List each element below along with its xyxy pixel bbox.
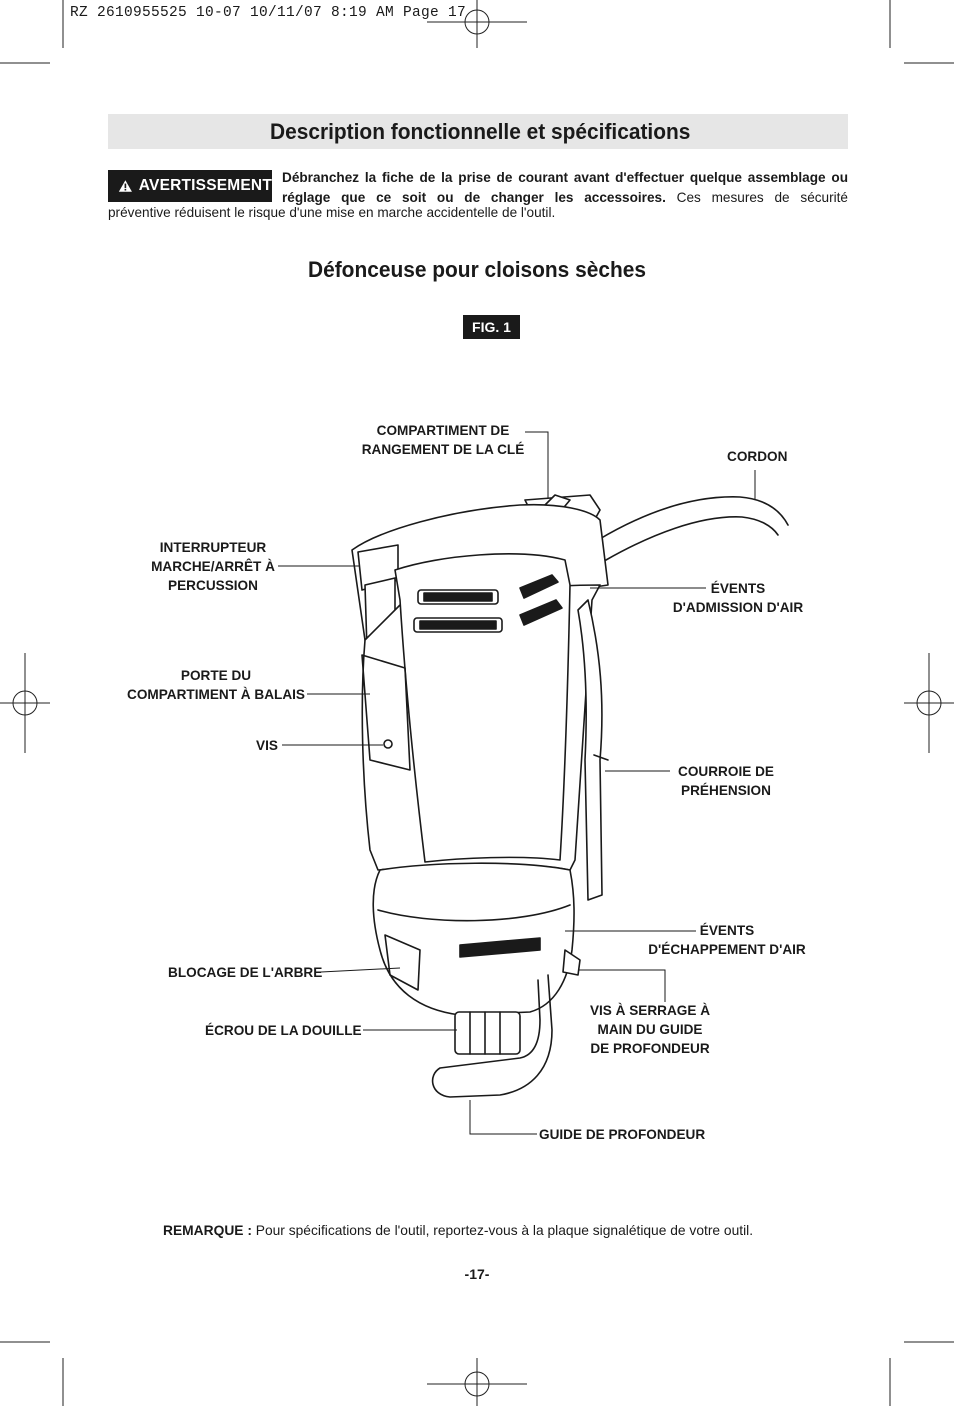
label-intake-line1: ÉVENTS xyxy=(710,581,766,596)
shaft-lock xyxy=(384,934,421,991)
label-exhaust-vents: ÉVENTS D'ÉCHAPPEMENT D'AIR xyxy=(644,921,810,959)
label-intake-vents: ÉVENTS D'ADMISSION D'AIR xyxy=(666,579,810,617)
screw xyxy=(383,739,393,749)
remark-label: REMARQUE : xyxy=(163,1223,252,1238)
warning-text: Débranchez la fiche de la prise de coura… xyxy=(282,168,848,207)
warning-triangle-icon xyxy=(118,180,132,192)
product-subtitle: Défonceuse pour cloisons sèches xyxy=(308,257,646,282)
label-collet-nut: ÉCROU DE LA DOUILLE xyxy=(205,1023,362,1038)
collet-nut xyxy=(454,1011,521,1055)
label-grip-strap: COURROIE DE PRÉHENSION xyxy=(668,762,784,800)
label-brush-line1: PORTE DU xyxy=(180,668,252,683)
warning-badge: AVERTISSEMENT xyxy=(108,170,272,202)
label-screw: VIS xyxy=(256,738,278,753)
label-key-storage-line1: COMPARTIMENT DE xyxy=(376,423,510,438)
cord xyxy=(597,496,789,541)
print-slug: RZ 2610955525 10-07 10/11/07 8:19 AM Pag… xyxy=(70,5,467,21)
remark-text: Pour spécifications de l'outil, reportez… xyxy=(251,1223,754,1238)
label-intake-line2: D'ADMISSION D'AIR xyxy=(672,600,804,615)
label-thumb-screw: VIS À SERRAGE À MAIN DU GUIDE DE PROFOND… xyxy=(582,1001,718,1058)
registration-mark-bottom xyxy=(427,1358,527,1406)
grip-strap xyxy=(577,599,603,901)
label-key-storage: COMPARTIMENT DE RANGEMENT DE LA CLÉ xyxy=(358,421,528,459)
label-cord: CORDON xyxy=(727,449,788,464)
depth-guide xyxy=(431,974,553,1098)
page-number: -17- xyxy=(464,1266,490,1282)
label-strap-line1: COURROIE DE xyxy=(678,764,774,779)
section-title-band xyxy=(108,114,848,149)
label-switch-line2: MARCHE/ARRÊT À xyxy=(151,559,275,574)
remark-note: REMARQUE : Pour spécifications de l'outi… xyxy=(163,1223,753,1238)
registration-mark-left xyxy=(0,653,50,753)
label-exhaust-line1: ÉVENTS xyxy=(699,923,755,938)
exhaust-vent xyxy=(459,937,541,958)
label-thumb-line3: DE PROFONDEUR xyxy=(590,1041,710,1056)
label-shaft-lock: BLOCAGE DE L'ARBRE xyxy=(168,965,323,980)
label-thumb-line2: MAIN DU GUIDE xyxy=(597,1022,703,1037)
label-switch-line3: PERCUSSION xyxy=(168,578,258,593)
section-title: Description fonctionnelle et spécificati… xyxy=(270,119,691,144)
label-depth-guide: GUIDE DE PROFONDEUR xyxy=(539,1127,706,1142)
warning-badge-label: AVERTISSEMENT xyxy=(138,177,272,194)
label-thumb-line1: VIS À SERRAGE À xyxy=(589,1003,711,1018)
label-strap-line2: PRÉHENSION xyxy=(681,783,771,798)
label-switch-line1: INTERRUPTEUR xyxy=(159,540,267,555)
brush-door xyxy=(361,654,411,771)
warning-bold-text: Débranchez la fiche de la prise de coura… xyxy=(282,170,848,205)
figure-badge: FIG. 1 xyxy=(463,315,520,339)
warning-text-tail: Ces mesures de sécurité xyxy=(676,189,848,205)
label-key-storage-line2: RANGEMENT DE LA CLÉ xyxy=(361,442,525,457)
depth-guide-thumb-screw xyxy=(562,949,581,976)
warning-text-line2: préventive réduisent le risque d'une mis… xyxy=(108,205,556,220)
label-brush-line2: COMPARTIMENT À BALAIS xyxy=(127,687,305,702)
registration-mark-top xyxy=(427,0,527,48)
label-switch: INTERRUPTEUR MARCHE/ARRÊT À PERCUSSION xyxy=(143,538,283,595)
label-exhaust-line2: D'ÉCHAPPEMENT D'AIR xyxy=(648,942,806,957)
registration-mark-right xyxy=(904,653,954,753)
label-brush-door: PORTE DU COMPARTIMENT À BALAIS xyxy=(122,666,310,704)
exhaust-head xyxy=(372,862,575,1016)
